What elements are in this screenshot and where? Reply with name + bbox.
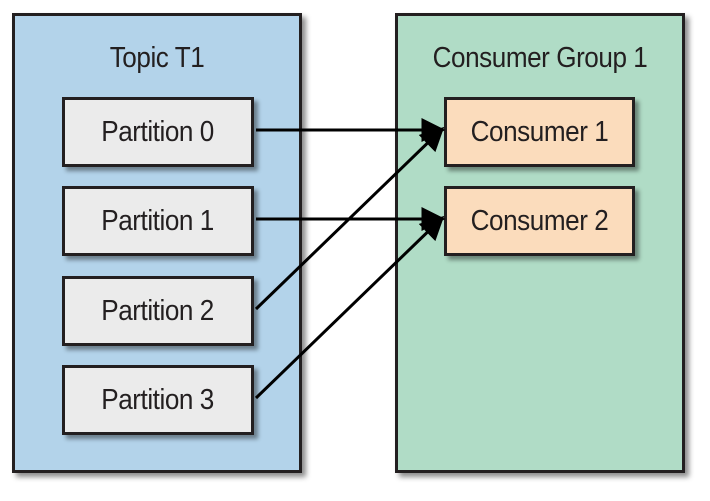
partition-0-label: Partition 0 — [101, 115, 215, 148]
partition-3-label: Partition 3 — [101, 383, 215, 416]
consumer-2-label: Consumer 2 — [470, 204, 609, 237]
partition-2-label: Partition 2 — [101, 294, 215, 327]
topic-title: Topic T1 — [109, 42, 205, 74]
partition-0-box: Partition 0 — [62, 97, 254, 167]
consumer-1-label: Consumer 1 — [470, 115, 609, 148]
partition-1-box: Partition 1 — [62, 186, 254, 256]
consumer-group-title: Consumer Group 1 — [432, 42, 648, 74]
partition-3-box: Partition 3 — [62, 365, 254, 435]
partition-2-box: Partition 2 — [62, 276, 254, 346]
consumer-1-box: Consumer 1 — [444, 97, 635, 167]
partition-1-label: Partition 1 — [101, 204, 215, 237]
consumer-2-box: Consumer 2 — [444, 186, 635, 256]
